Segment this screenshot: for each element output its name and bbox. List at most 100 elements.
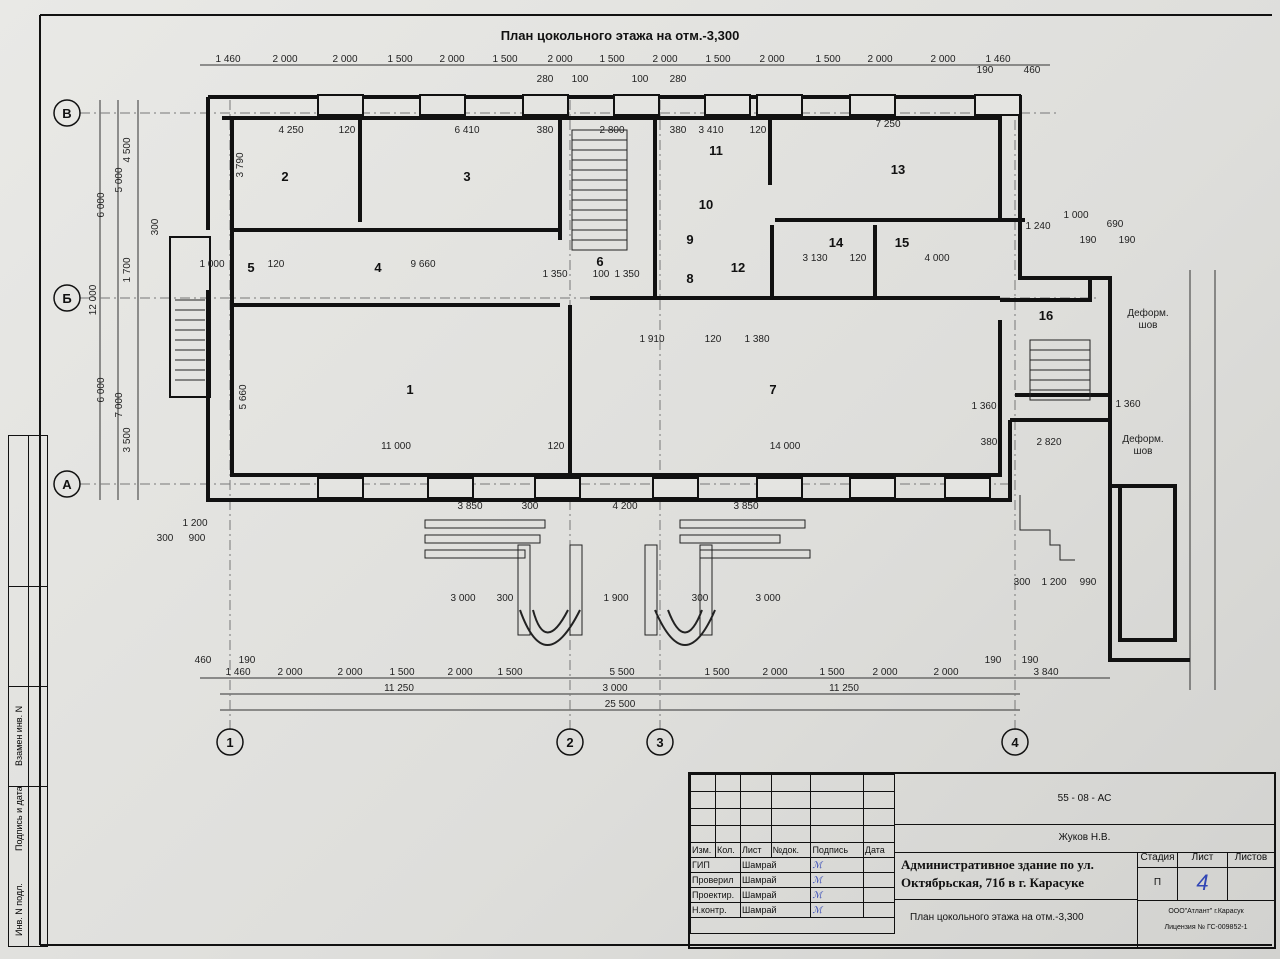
col-header: Подпись [810, 842, 864, 858]
dim-bottom-mid: 11 250 [829, 683, 859, 694]
col-header: Дата [862, 842, 896, 858]
role: Проверил [690, 872, 741, 888]
dim-bottom: 2 000 [872, 667, 897, 678]
sheet-frame [39, 14, 1272, 946]
signer: Шамрай [739, 887, 812, 903]
role: ГИП [690, 857, 741, 873]
dim-interior: 1 360 [971, 401, 996, 412]
drawing-code: 55 - 08 - АС [895, 774, 1274, 825]
author: Жуков Н.В. [895, 824, 1274, 853]
dim-vertical: 6 000 [96, 192, 107, 217]
dim-vertical: 300 [150, 218, 161, 235]
object-name-line1: Административное здание по ул. [901, 857, 1094, 872]
axis-bubble [556, 728, 584, 756]
dim-bottom: 2 000 [337, 667, 362, 678]
dim-porch: 300 [157, 533, 174, 544]
dim-interior: 190 [1080, 235, 1097, 246]
porches [424, 495, 1075, 646]
dim-top-sub: 100 [572, 74, 589, 85]
dim-top: 2 000 [759, 54, 784, 65]
dim-porch: 3 000 [450, 593, 475, 604]
stamp-signature-label: Подпись и дата [14, 786, 24, 851]
walls [169, 95, 1190, 662]
dim-bottom: 1 460 [225, 667, 250, 678]
axis-bubble [646, 728, 674, 756]
deformation-joint-label: Деформ. [1122, 433, 1163, 445]
dim-interior: 120 [268, 259, 285, 270]
dim-interior: 1 910 [639, 334, 664, 345]
axis-col-label: 1 [226, 735, 233, 750]
axis-col-label: 2 [566, 735, 573, 750]
col-header: Лист [740, 842, 772, 858]
dim-porch: 3 850 [457, 501, 482, 512]
company: ООО"Атлант" г.Карасук [1168, 908, 1244, 915]
room-number: 2 [281, 169, 288, 184]
col-header: Изм. [690, 842, 716, 858]
dim-top: 1 500 [387, 54, 412, 65]
dim-interior: 100 [593, 269, 610, 280]
room-number: 1 [406, 382, 413, 397]
dim-interior: 1 350 [614, 269, 639, 280]
role: Проектир. [690, 887, 741, 903]
room-number: 9 [686, 232, 693, 247]
dim-bottom-small: 460 [195, 655, 212, 666]
dim-interior: 120 [850, 253, 867, 264]
dim-bottom-mid: 3 000 [602, 683, 627, 694]
dim-bottom-small: 190 [985, 655, 1002, 666]
stamp-inv-label: Инв. N подл. [14, 883, 24, 936]
dim-top: 1 500 [599, 54, 624, 65]
license: Лицензия № ГС-009852-1 [1164, 924, 1248, 931]
dim-interior: 1 380 [744, 334, 769, 345]
dim-interior: 120 [705, 334, 722, 345]
axis-col-label: 4 [1011, 735, 1019, 750]
sheet-value: 4 [1178, 868, 1228, 900]
deformation-joint-label: Деформ. [1127, 307, 1168, 319]
dim-interior: 11 000 [381, 441, 411, 452]
dim-top: 1 460 [985, 54, 1010, 65]
dim-top: 2 000 [547, 54, 572, 65]
dim-top-sub: 280 [537, 74, 554, 85]
dim-vertical: 3 790 [235, 152, 246, 177]
dim-interior: 2 820 [1036, 437, 1061, 448]
dim-interior: 120 [548, 441, 565, 452]
object-name-line2: Октябрьская, 71б в г. Карасуке [901, 875, 1085, 890]
dim-porch: 1 900 [603, 593, 628, 604]
dim-interior: 380 [537, 125, 554, 136]
dim-bottom: 1 500 [819, 667, 844, 678]
axis-col-label: 3 [656, 735, 663, 750]
dim-vertical: 7 000 [114, 392, 125, 417]
dim-bottom: 3 840 [1033, 667, 1058, 678]
dim-top: 2 000 [272, 54, 297, 65]
dim-top: 1 460 [215, 54, 240, 65]
dim-bottom-total: 25 500 [605, 699, 636, 710]
dim-top: 2 000 [439, 54, 464, 65]
staircase [175, 129, 1091, 401]
signer: Шамрай [739, 872, 812, 888]
dim-bottom-small: 190 [239, 655, 256, 666]
axis-row-label: Б [62, 291, 71, 306]
role: Н.контр. [690, 902, 741, 918]
dim-porch: 3 850 [733, 501, 758, 512]
dim-interior: 1 000 [199, 259, 224, 270]
col-header: Кол. [715, 842, 741, 858]
dim-porch: 4 200 [612, 501, 637, 512]
dim-interior: 1 360 [1115, 399, 1140, 410]
sheet-title: План цокольного этажа на отм.-3,300 [895, 900, 1138, 947]
axis-bubble [53, 99, 81, 127]
dim-top-sub: 280 [670, 74, 687, 85]
sheets-label: Листов [1228, 852, 1274, 868]
dim-interior: 2 800 [599, 125, 624, 136]
room-number: 13 [891, 162, 905, 177]
deformation-joint-label: шов [1139, 320, 1158, 331]
dim-bottom: 2 000 [277, 667, 302, 678]
stage-label: Стадия [1138, 852, 1178, 868]
windows [317, 94, 1021, 499]
dim-top-sub: 460 [1024, 65, 1041, 76]
dim-bottom: 2 000 [933, 667, 958, 678]
room-number: 11 [709, 143, 723, 158]
axis-bubble [216, 728, 244, 756]
dim-porch: 300 [1014, 577, 1031, 588]
signer: Шамрай [739, 857, 812, 873]
plan-title: План цокольного этажа на отм.-3,300 [501, 28, 740, 43]
